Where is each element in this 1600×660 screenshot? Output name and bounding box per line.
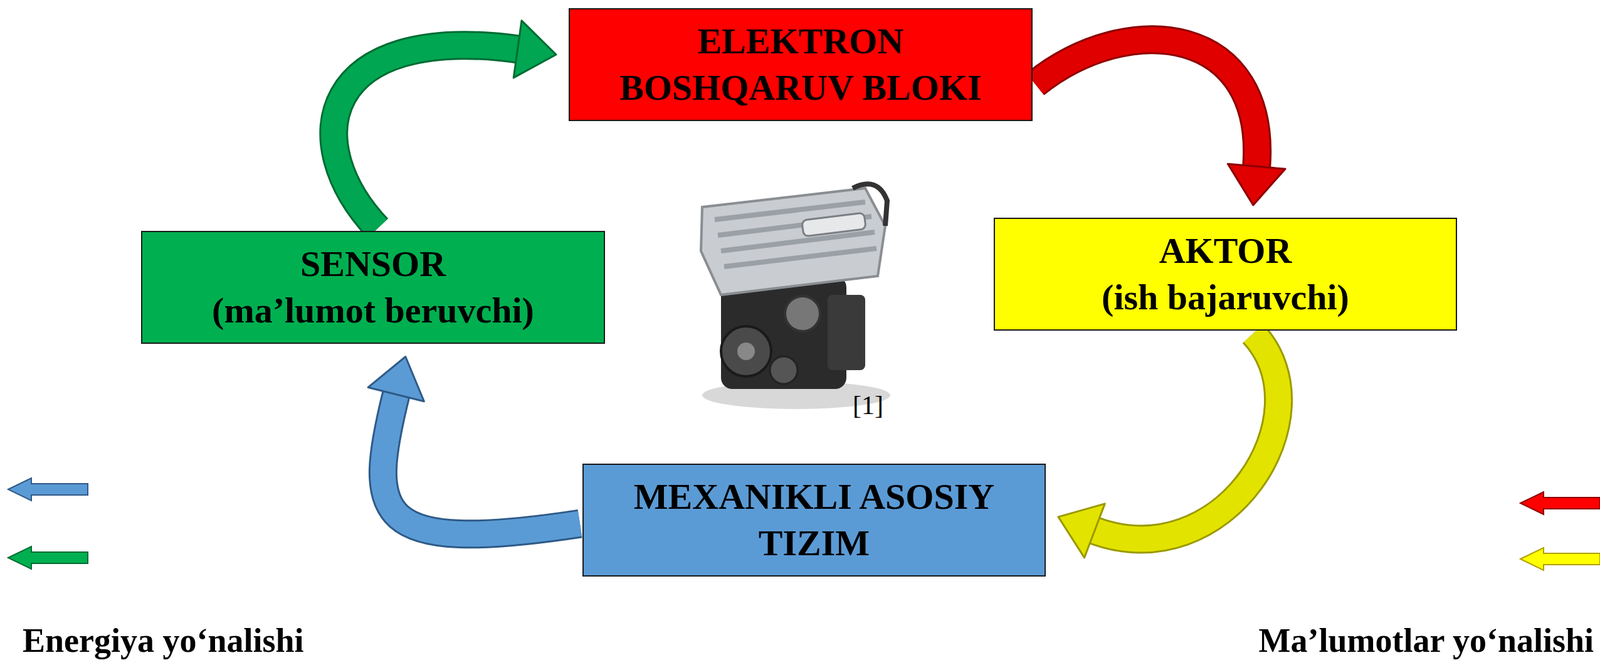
energy-flow-arrow xyxy=(368,356,580,534)
mechanical-system-box: MEXANIKLI ASOSIY TIZIM xyxy=(582,463,1046,577)
data-flow-arrow xyxy=(1058,332,1279,557)
box-text: ELEKTRON BOSHQARUV BLOKI xyxy=(582,18,1019,111)
box-text: (ish bajaruvchi) xyxy=(1101,273,1350,321)
arrow-outline xyxy=(383,391,580,535)
engine-hub xyxy=(737,342,755,360)
arrow-body xyxy=(333,45,520,229)
legend-text: Energiya yo‘nalishi xyxy=(22,620,305,660)
engine-badge xyxy=(801,212,866,237)
legend-text: Ma’lumotlar yo‘nalishi xyxy=(1258,620,1594,660)
arrow-body xyxy=(383,391,580,535)
control-unit-box: ELEKTRON BOSHQARUV BLOKI xyxy=(568,8,1033,122)
data-flow-arrow xyxy=(333,20,557,229)
engine-part xyxy=(827,294,866,370)
engine-ribs xyxy=(714,201,877,267)
box-text: MEXANIKLI ASOSIY TIZIM xyxy=(596,473,1032,567)
legend-arrow xyxy=(8,477,88,501)
engine-cover xyxy=(700,188,886,295)
arrow-outline xyxy=(1035,39,1258,169)
arrow-head xyxy=(368,356,424,401)
data-flow-arrow xyxy=(1035,39,1286,206)
sensor-box: SENSOR(ma’lumot beruvchi) xyxy=(141,230,606,344)
box-text: SENSOR xyxy=(300,240,446,288)
engine-pulley xyxy=(769,356,798,384)
arrow-head xyxy=(513,20,557,78)
legend-arrow xyxy=(1520,547,1600,570)
arrow-body xyxy=(1035,39,1258,169)
arrow-outline xyxy=(1092,332,1279,539)
callout-number: [1] xyxy=(852,389,884,421)
legend-arrow xyxy=(8,546,88,569)
box-text: AKTOR xyxy=(1159,227,1293,274)
actuator-box: AKTOR(ish bajaruvchi) xyxy=(993,217,1458,331)
legend-arrow xyxy=(1520,491,1600,515)
box-text: (ma’lumot beruvchi) xyxy=(211,287,535,334)
engine-hose xyxy=(852,183,888,226)
arrow-outline xyxy=(333,45,520,229)
arrow-body xyxy=(1092,332,1279,539)
engine-alternator xyxy=(784,295,821,332)
engine-pulley xyxy=(721,326,772,377)
arrow-head xyxy=(1227,163,1286,206)
arrow-head xyxy=(1058,503,1105,558)
